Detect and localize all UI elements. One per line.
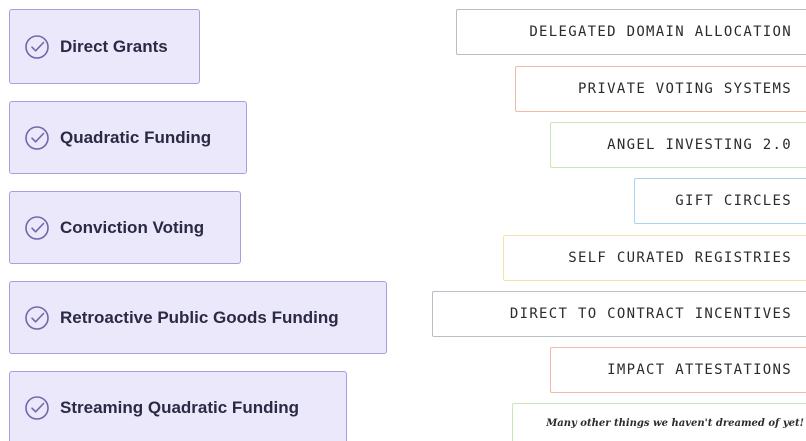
check-circle-icon	[24, 125, 50, 151]
mechanism-label: Retroactive Public Goods Funding	[60, 307, 339, 327]
mechanism-label: Quadratic Funding	[60, 127, 212, 147]
idea-tag-many-other-things: Many other things we haven't dreamed of …	[512, 403, 806, 441]
check-circle-icon	[24, 215, 50, 241]
check-circle-icon	[24, 34, 50, 60]
mechanism-card-direct-grants: Direct Grants	[9, 9, 200, 84]
mechanism-card-conviction-voting: Conviction Voting	[9, 191, 241, 264]
idea-tag-impact-attestations: IMPACT ATTESTATIONS	[550, 347, 806, 393]
check-circle-icon	[24, 395, 50, 421]
mechanism-card-streaming-quadratic-funding: Streaming Quadratic Funding	[9, 371, 347, 441]
mechanism-card-quadratic-funding: Quadratic Funding	[9, 101, 247, 174]
mechanism-label: Conviction Voting	[60, 217, 205, 237]
idea-tag-angel-investing: ANGEL INVESTING 2.0	[550, 122, 806, 168]
mechanism-label: Streaming Quadratic Funding	[60, 397, 299, 417]
idea-tag-self-curated-registries: SELF CURATED REGISTRIES	[503, 235, 806, 281]
mechanism-label: Direct Grants	[60, 36, 168, 56]
check-circle-icon	[24, 305, 50, 331]
mechanism-card-retroactive-public-goods-funding: Retroactive Public Goods Funding	[9, 281, 387, 354]
idea-tag-delegated-domain-allocation: DELEGATED DOMAIN ALLOCATION	[456, 9, 806, 55]
idea-tag-direct-to-contract-incentives: DIRECT TO CONTRACT INCENTIVES	[432, 291, 806, 337]
idea-tag-gift-circles: GIFT CIRCLES	[634, 178, 806, 224]
idea-tag-private-voting-systems: PRIVATE VOTING SYSTEMS	[515, 66, 806, 112]
